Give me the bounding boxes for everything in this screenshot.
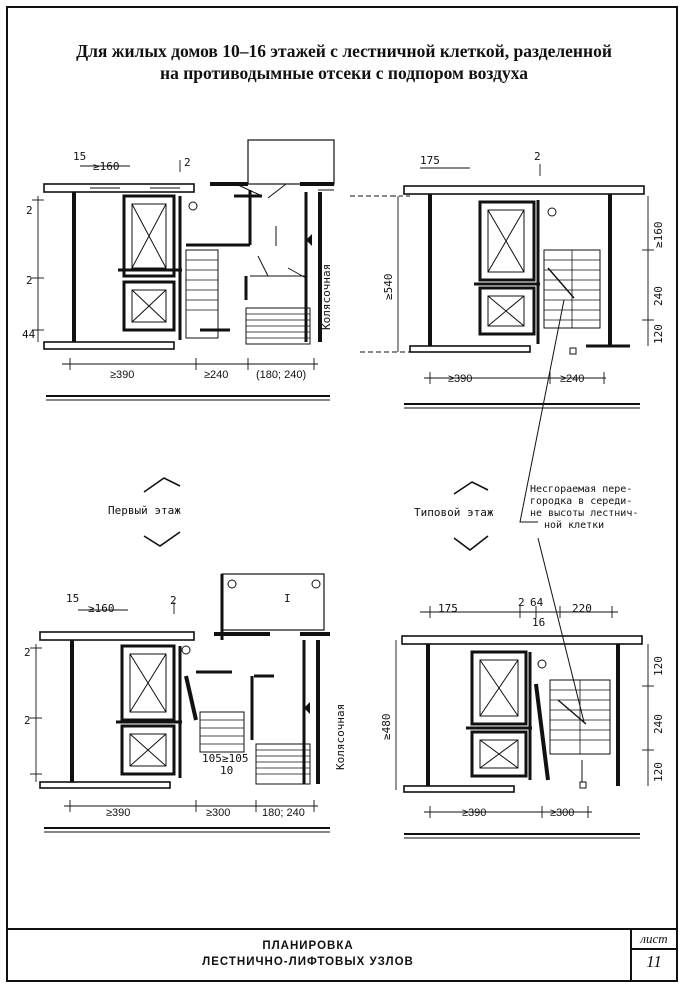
title-block-line-1: ПЛАНИРОВКА: [262, 940, 354, 952]
plan1-dim-top-a: 15: [73, 150, 86, 163]
plan3-stroller-label: Колясочная: [334, 704, 347, 770]
plan2-dim-right-2: 240: [652, 286, 665, 306]
plan3-dim-top-a: 15: [66, 592, 79, 605]
plan4-dim-right-3: 120: [652, 762, 665, 782]
plan1-dim-top-c: 2: [184, 156, 191, 169]
plan3-dim-bottom-3: 180; 240: [262, 807, 305, 819]
sheet-number-box: лист 11: [630, 930, 676, 980]
plan4-dim-left: ≥480: [380, 714, 393, 741]
plan3-dim-top-c: 2: [170, 594, 177, 607]
plan4-dim-right-2: 240: [652, 714, 665, 734]
title-block-name: ПЛАНИРОВКА ЛЕСТНИЧНО-ЛИФТОВЫХ УЗЛОВ: [8, 938, 608, 970]
plan3-room-mark: I: [284, 592, 291, 605]
plan4-dim-top-4: 16: [532, 616, 545, 629]
plan1-dim-bottom-3: (180; 240): [256, 369, 306, 381]
title-block-line-2: ЛЕСТНИЧНО-ЛИФТОВЫХ УЗЛОВ: [202, 956, 414, 968]
plan3-dim-left-b: 2: [24, 714, 31, 727]
plan4-dim-top-1: 175: [438, 602, 458, 615]
plan2-dim-bottom-2: ≥240: [560, 373, 584, 385]
plan3-dim-inner-b: ≥105: [222, 752, 249, 765]
plan3-dim-top-b: ≥160: [88, 602, 115, 615]
plan1-dim-left-b: 2: [26, 274, 33, 287]
plan2-dim-right-1: ≥160: [652, 222, 665, 249]
plan-first-floor-bottom: [30, 573, 330, 833]
plan4-dim-bottom-2: ≥300: [550, 807, 574, 819]
plan3-dim-left-a: 2: [24, 646, 31, 659]
sheet-number: 11: [646, 952, 662, 971]
partition-note: Несгораемая пере- городка в середи- не в…: [530, 484, 638, 531]
plan2-dim-top-b: 2: [534, 150, 541, 163]
title-line-2: на противодымные отсеки с подпором возду…: [159, 63, 528, 83]
plan-first-floor-top: [32, 139, 335, 401]
plan-typical-floor-top: [350, 164, 654, 523]
plan4-dim-top-3: 64: [530, 596, 544, 609]
plan4-dim-bottom-1: ≥390: [462, 807, 486, 819]
partition-note-line-3: не высоты лестнич-: [530, 508, 638, 519]
floor-label-first: Первый этаж: [108, 504, 181, 517]
plan-typical-floor-bottom: [395, 537, 654, 839]
plan1-dim-bottom-1: ≥390: [110, 369, 134, 381]
plan3-dim-inner-c: 10: [220, 764, 233, 777]
plan3-dim-bottom-1: ≥390: [106, 807, 130, 819]
plan2-dim-right-3: 120: [652, 324, 665, 344]
plan4-dim-top-2: 2: [518, 596, 525, 609]
title-block: ПЛАНИРОВКА ЛЕСТНИЧНО-ЛИФТОВЫХ УЗЛОВ лист…: [8, 928, 676, 980]
plan3-dim-inner-a: 105: [202, 752, 222, 765]
plan3-dim-bottom-2: ≥300: [206, 807, 230, 819]
partition-note-line-2: городка в середи-: [530, 496, 632, 507]
sheet-label: лист: [632, 930, 676, 950]
plan1-stroller-label: Колясочная: [320, 264, 333, 330]
plan1-dim-bottom-2: ≥240: [204, 369, 228, 381]
floor-label-typical: Типовой этаж: [414, 506, 494, 519]
partition-note-line-1: Несгораемая пере-: [530, 484, 632, 495]
floor-bracket-marks: [143, 477, 489, 552]
plan1-dim-left-c: 44: [22, 328, 36, 341]
plan4-dim-top-5: 220: [572, 602, 592, 615]
page-title: Для жилых домов 10–16 этажей с лестнично…: [14, 40, 674, 84]
title-line-1: Для жилых домов 10–16 этажей с лестнично…: [76, 41, 612, 61]
partition-note-line-4: ной клетки: [544, 519, 604, 531]
drawing-frame: [6, 6, 678, 982]
plan1-dim-top-b: ≥160: [93, 160, 120, 173]
plan1-dim-left-a: 2: [26, 204, 33, 217]
plan2-dim-top-a: 175: [420, 154, 440, 167]
plan2-dim-bottom-1: ≥390: [448, 373, 472, 385]
plan4-dim-right-1: 120: [652, 656, 665, 676]
plan2-dim-left: ≥540: [382, 274, 395, 301]
